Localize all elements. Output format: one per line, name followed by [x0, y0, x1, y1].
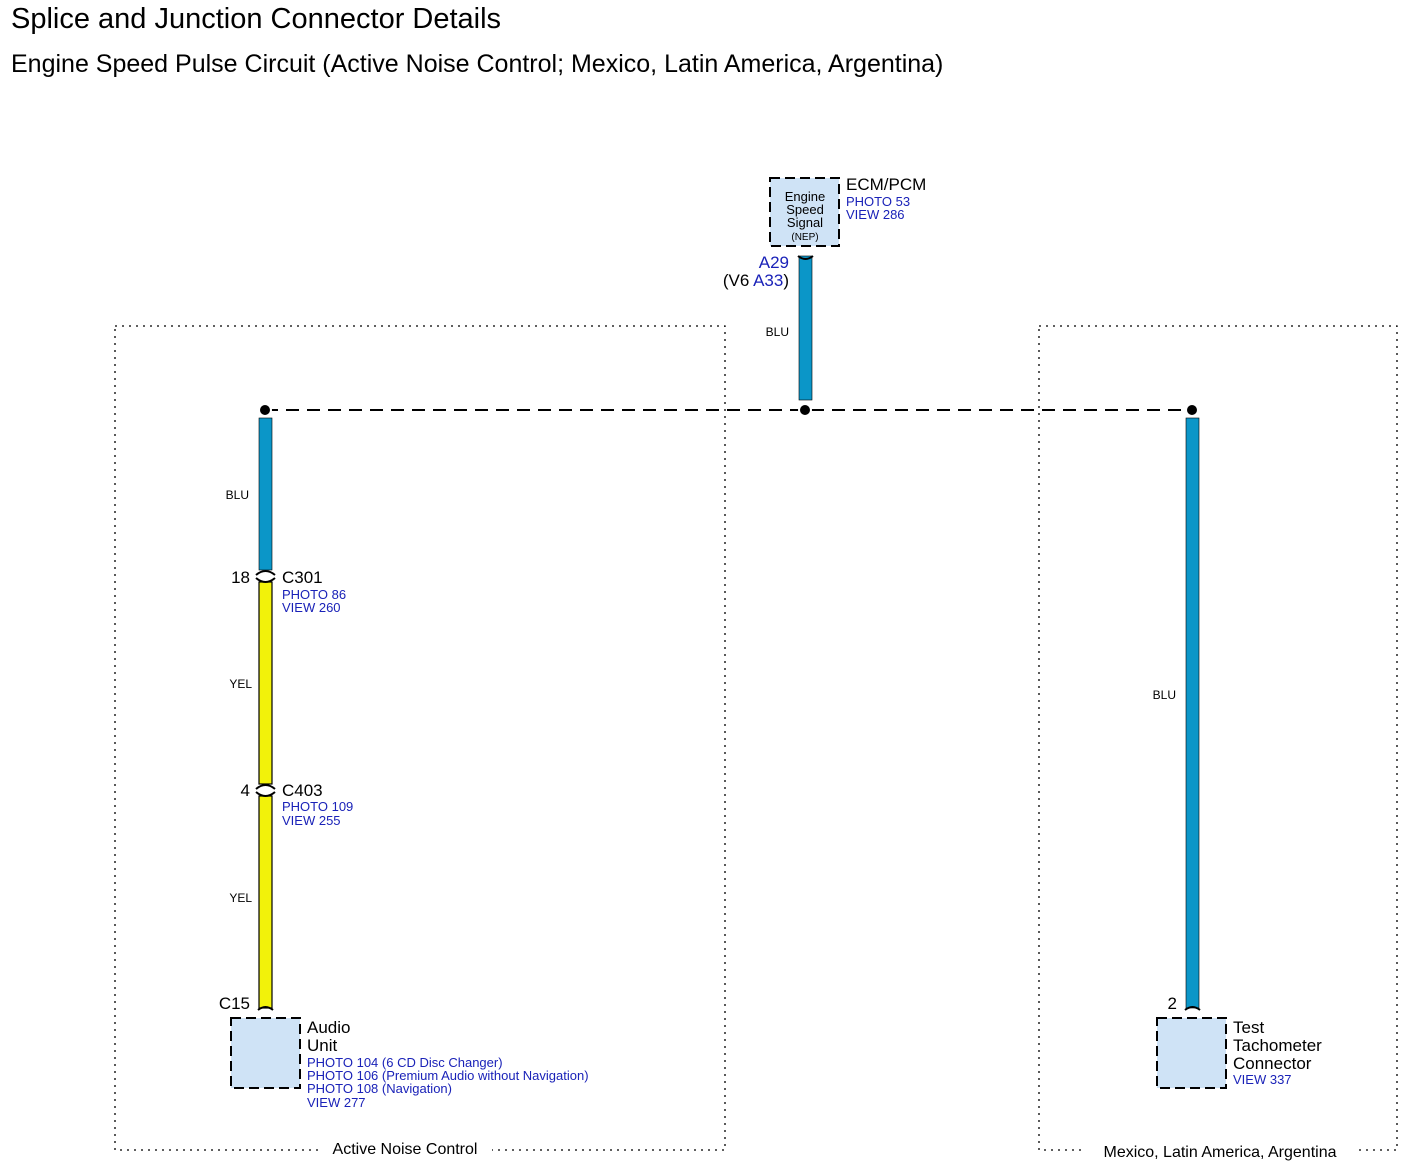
audio-unit-photo-108-link[interactable]: PHOTO 108 (Navigation) [307, 1081, 452, 1096]
wire-label-left-upper: BLU [226, 488, 249, 502]
audio-unit-box[interactable] [230, 1017, 301, 1089]
ecm-name: ECM/PCM [846, 175, 926, 194]
ecm-box-line-1: Engine [785, 189, 825, 204]
splice-point-left [258, 403, 272, 417]
wire-left-middle [258, 581, 273, 785]
ecm-alt-pin: (V6 A33) [723, 271, 789, 290]
audio-unit-pin: C15 [219, 994, 250, 1013]
audio-unit-name-1: Audio [307, 1018, 350, 1037]
page-title: Splice and Junction Connector Details [11, 3, 502, 35]
page-subtitle: Engine Speed Pulse Circuit (Active Noise… [11, 50, 944, 78]
c403-name: C403 [282, 781, 323, 800]
test-tach-box[interactable] [1156, 1017, 1227, 1089]
c403-photo-link[interactable]: PHOTO 109 [282, 799, 353, 814]
audio-unit-view-link[interactable]: VIEW 277 [307, 1095, 366, 1110]
c301-view-link[interactable]: VIEW 260 [282, 600, 341, 615]
wire-label-left-lower: YEL [229, 891, 252, 905]
region-label-mexico-latin-america: Mexico, Latin America, Argentina [1103, 1144, 1336, 1161]
connector-c301-symbol [255, 570, 276, 583]
region-box-active-noise-control [114, 325, 726, 1151]
terminal-test-tach [1184, 1006, 1201, 1011]
ecm-box-line-3: Signal [787, 215, 823, 230]
splice-point-center [798, 403, 812, 417]
wire-left-lower [258, 795, 273, 1009]
c403-pin: 4 [241, 781, 250, 800]
wire-left-upper [258, 417, 273, 571]
wire-label-left-middle: YEL [229, 677, 252, 691]
wire-ecm-to-splice [798, 255, 813, 401]
wire-right [1185, 417, 1200, 1009]
c301-name: C301 [282, 568, 323, 587]
ecm-component-box[interactable] [769, 177, 840, 247]
ecm-pin-a33[interactable]: A33 [753, 271, 783, 290]
wire-label-ecm: BLU [766, 325, 789, 339]
c301-photo-link[interactable]: PHOTO 86 [282, 587, 346, 602]
splice-point-right [1185, 403, 1199, 417]
connector-c403-symbol [255, 784, 276, 797]
audio-unit-name-2: Unit [307, 1036, 338, 1055]
ecm-photo-link[interactable]: PHOTO 53 [846, 194, 910, 209]
region-label-active-noise-control: Active Noise Control [333, 1141, 478, 1158]
test-tach-name-1: Test [1233, 1018, 1264, 1037]
ecm-pin-a29[interactable]: A29 [759, 253, 789, 272]
ecm-box-line-2: Speed [786, 202, 824, 217]
c403-view-link[interactable]: VIEW 255 [282, 813, 341, 828]
test-tach-name-2: Tachometer [1233, 1036, 1322, 1055]
ecm-box-line-4: (NEP) [791, 232, 818, 243]
terminal-audio-unit [257, 1006, 274, 1011]
audio-unit-photo-106-link[interactable]: PHOTO 106 (Premium Audio without Navigat… [307, 1068, 589, 1083]
terminal-ecm [797, 255, 814, 260]
test-tach-name-3: Connector [1233, 1054, 1312, 1073]
c301-pin: 18 [231, 568, 250, 587]
ecm-view-link[interactable]: VIEW 286 [846, 207, 905, 222]
wire-label-right: BLU [1153, 688, 1176, 702]
test-tach-pin: 2 [1168, 994, 1177, 1013]
audio-unit-photo-104-link[interactable]: PHOTO 104 (6 CD Disc Changer) [307, 1055, 503, 1070]
test-tach-view-link[interactable]: VIEW 337 [1233, 1072, 1292, 1087]
region-box-mexico-latin-america [1038, 325, 1398, 1151]
